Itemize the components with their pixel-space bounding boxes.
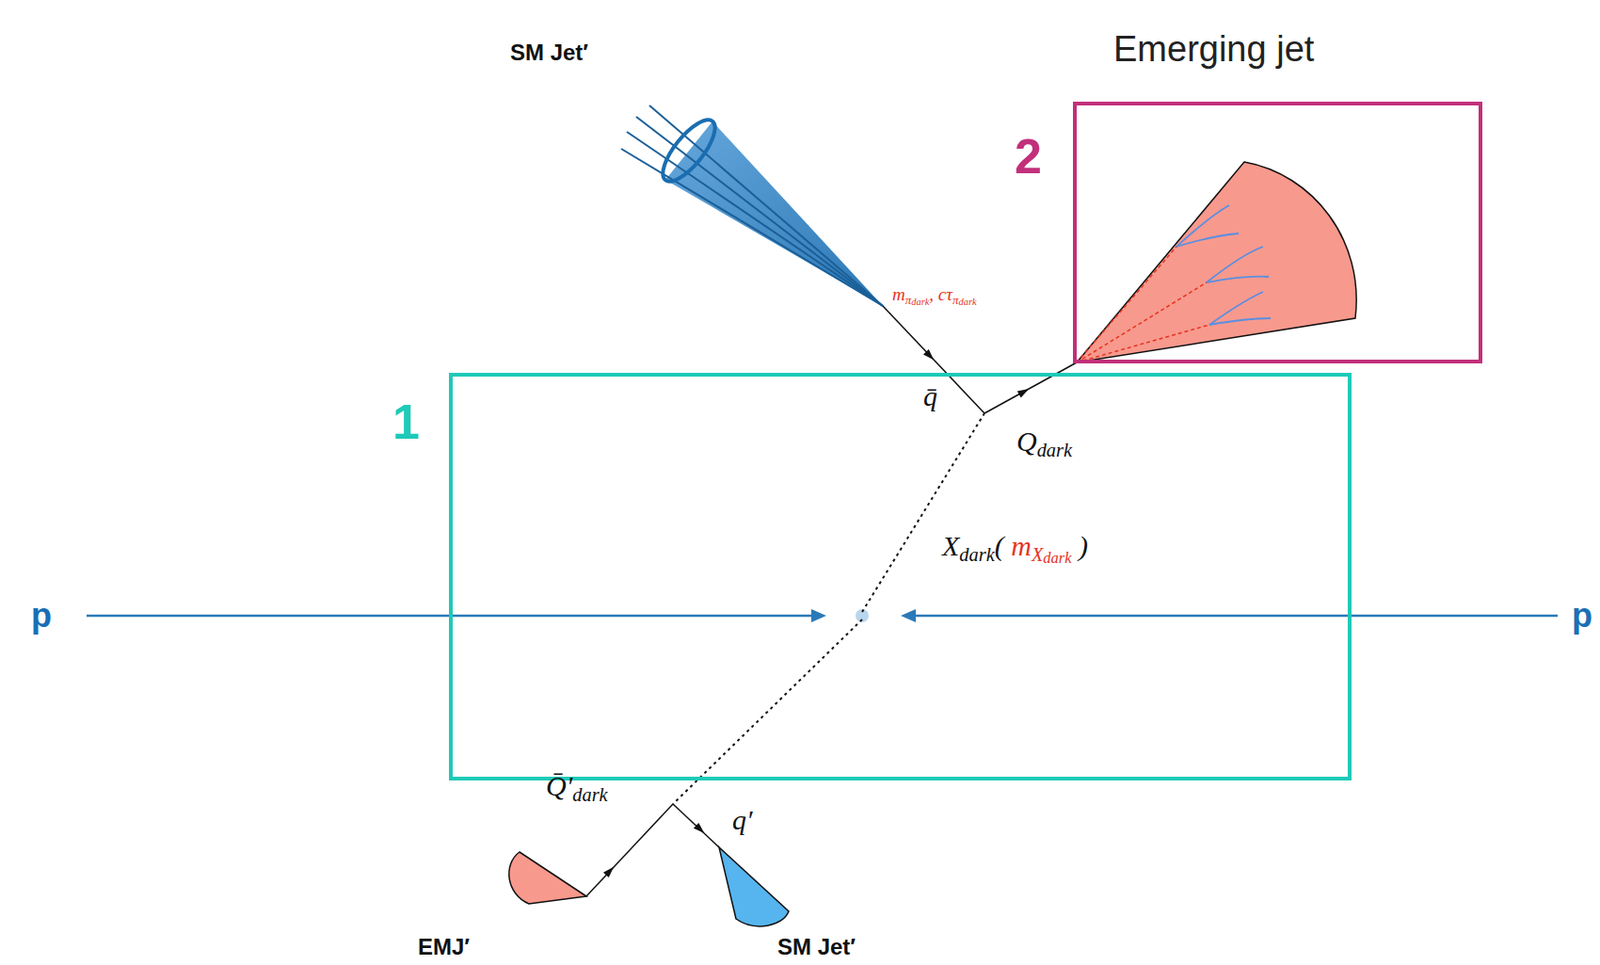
jet-cone-rim xyxy=(654,112,723,189)
region-label: q̄ xyxy=(923,380,938,412)
region-box: 2Emerging jet xyxy=(1072,101,1483,364)
antiquark-line xyxy=(882,305,985,414)
fermion-arrow xyxy=(1017,385,1031,399)
diagram-label: Q̄′dark xyxy=(545,769,608,805)
diagram-label: EMJ′ xyxy=(417,934,470,960)
proton-beam xyxy=(910,614,1558,618)
diagram-label: SM Jet′ xyxy=(777,934,856,960)
mediator-line xyxy=(862,413,985,612)
diagram-label: p xyxy=(1571,596,1593,635)
callout-number: 1 xyxy=(392,395,420,449)
diagram-label: SM Jet′ xyxy=(510,40,589,65)
diagram-label: p xyxy=(31,596,52,635)
dark-pion-paths xyxy=(1076,246,1210,363)
fermion-arrow xyxy=(693,822,707,836)
mediator-line xyxy=(672,619,863,804)
displaced-tracks xyxy=(1176,205,1271,325)
sm-jet-cone-small xyxy=(719,847,789,927)
region-box: 1q̄QdarkXdark( mXdark ) xyxy=(448,372,1352,781)
emj-cone xyxy=(509,851,587,904)
dark-quark-line xyxy=(984,362,1077,414)
diagram-label: mπdark, cτπdark xyxy=(892,285,977,308)
region-label: Qdark xyxy=(1016,425,1072,461)
beam-arrowhead xyxy=(900,608,916,623)
quark-line xyxy=(672,803,720,848)
callout-number: 2 xyxy=(1014,129,1042,184)
fermion-arrow xyxy=(923,349,937,363)
diagram-label: q′ xyxy=(732,803,753,835)
region-label: Emerging jet xyxy=(1113,30,1314,70)
dark-antiquark-line xyxy=(586,803,673,896)
fermion-arrow xyxy=(603,864,617,878)
beam-arrowhead xyxy=(811,608,827,623)
region-label: Xdark( mXdark ) xyxy=(942,529,1088,567)
jet-tracks xyxy=(621,105,883,306)
emerging-jet-cone xyxy=(1076,161,1357,363)
